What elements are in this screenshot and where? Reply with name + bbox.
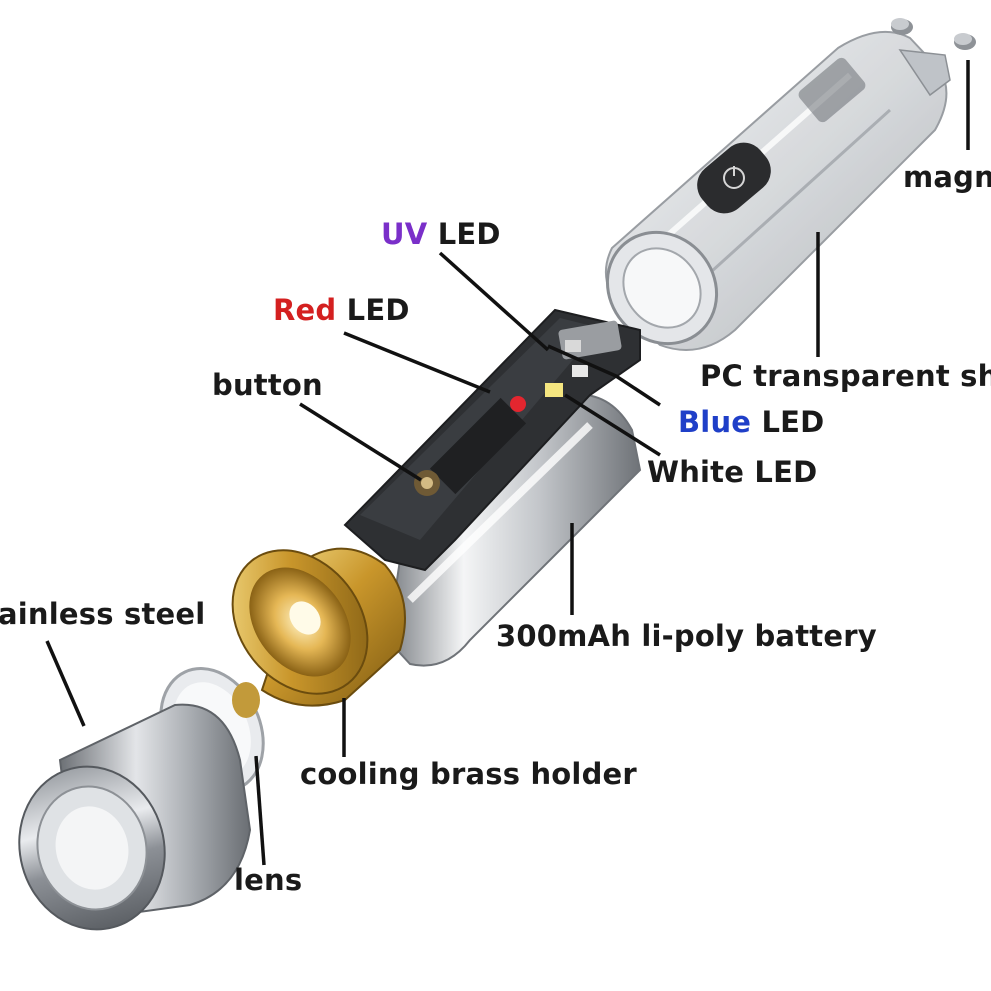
pc-shell-label: PC transparent sho [700,359,991,393]
leader-lines [45,60,970,866]
brass-holder-label: cooling brass holder [300,757,637,791]
magnet-label: magn [903,160,991,194]
button-label: button [212,368,323,402]
stainless-steel-label: ainless steel [0,597,206,631]
uv-led [565,340,581,352]
power-switch-icon [697,142,771,214]
red-highlight: Red [273,293,337,327]
blue-highlight: Blue [678,405,752,439]
uv-led-label: UV LED [381,220,501,249]
red-led-label: Red LED [273,296,410,325]
red-led [510,396,526,412]
white-led-label: White LED [647,455,818,489]
blue-led [572,365,588,377]
pcb-board [343,308,641,572]
uv-rest: LED [427,217,501,251]
magnets [891,18,976,50]
red-rest: LED [336,293,410,327]
uv-highlight: UV [381,217,428,251]
blue-rest: LED [751,405,825,439]
pc-transparent-shell [605,31,951,351]
blue-led-label: Blue LED [678,408,824,437]
lens-label: lens [234,863,303,897]
white-led [545,383,563,397]
cooling-brass-holder [231,547,406,707]
stainless-steel-head [18,703,252,931]
battery-label: 300mAh li-poly battery [496,619,877,653]
